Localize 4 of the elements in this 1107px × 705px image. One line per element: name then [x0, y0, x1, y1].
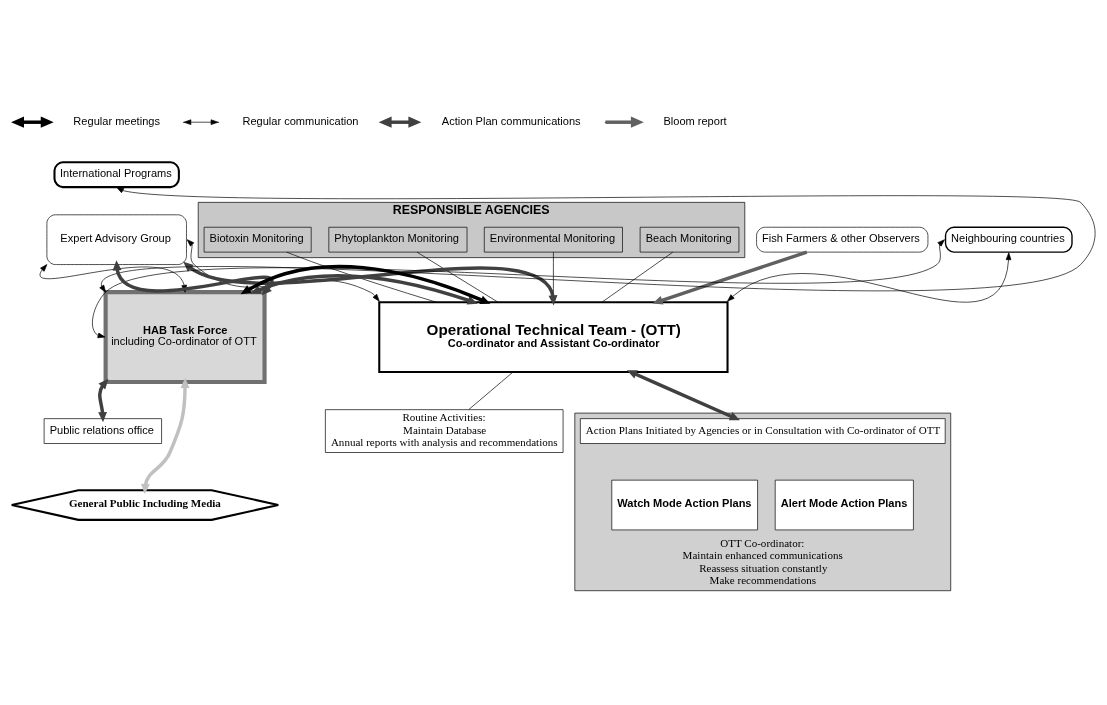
legend-label: Action Plan communications: [441, 114, 581, 127]
legend-label: Regular meetings: [73, 114, 160, 127]
legend-label: Regular communication: [242, 114, 359, 127]
legend-label: Bloom report: [663, 114, 727, 127]
